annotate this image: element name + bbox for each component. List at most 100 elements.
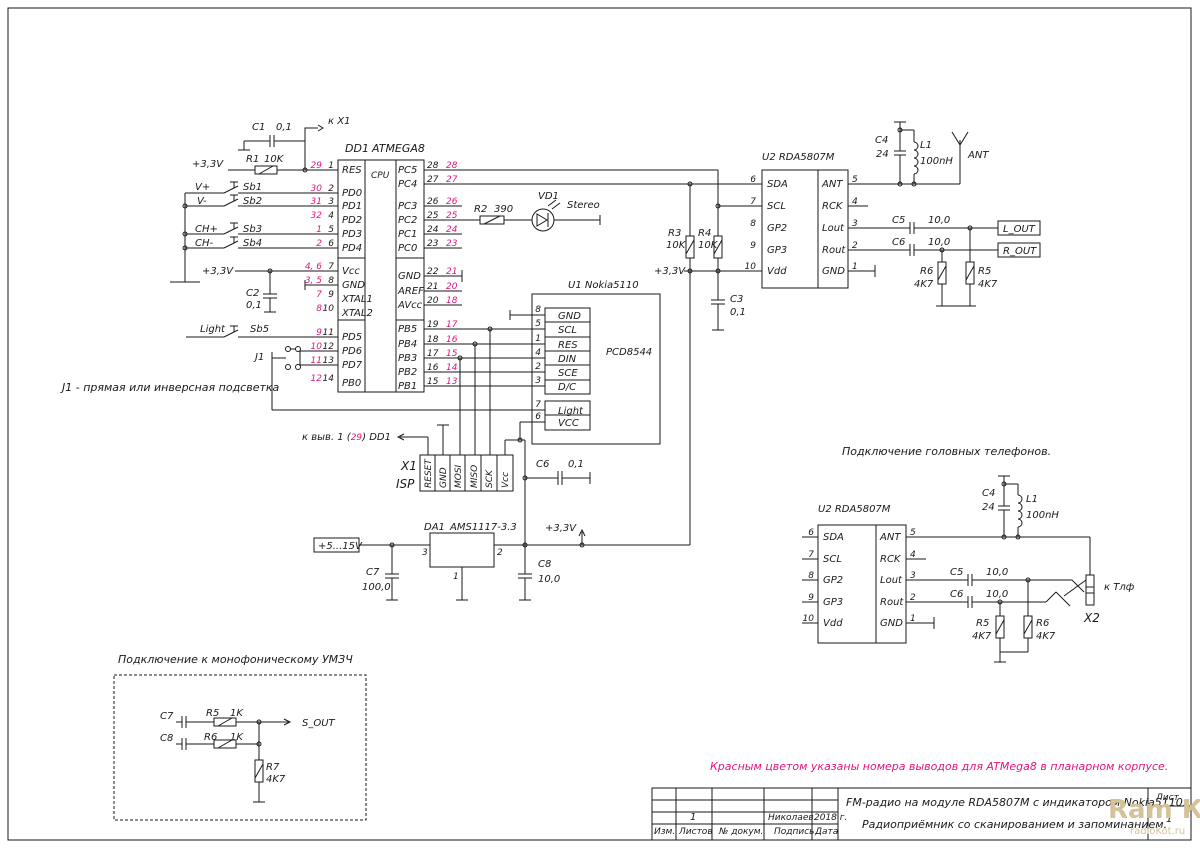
c2-capacitor xyxy=(235,268,338,313)
isp-c6-ref: C6 xyxy=(536,459,549,470)
hp-l1-value: 100nH xyxy=(1026,510,1059,521)
headphones-title: Подключение головных телефонов. xyxy=(842,445,1051,458)
da1-pin-gnd: 1 xyxy=(453,572,459,582)
dd1-ref: DD1 xyxy=(345,142,369,155)
j1-label: J1 xyxy=(253,352,264,363)
u2-c5-ref: C5 xyxy=(892,215,905,226)
u2-pin-name: SCL xyxy=(767,201,786,212)
watermark-site: radioKot.ru xyxy=(1130,826,1185,837)
sb5-label: Sb5 xyxy=(250,324,269,335)
dd1-pin-smd: 16 xyxy=(446,335,458,345)
dd1-pin-smd: 12 xyxy=(311,374,323,384)
dd1-pin-smd: 10 xyxy=(311,342,323,352)
sb2-label: Sb2 xyxy=(243,196,262,207)
u1-pin-num: 8 xyxy=(535,305,541,315)
u1-pin-num: 6 xyxy=(535,412,541,422)
u1-pin-num: 7 xyxy=(535,400,541,410)
isp-pin-reset: RESET xyxy=(424,458,434,488)
dd1-pin-num: 4 xyxy=(328,211,334,221)
dd1-pin-smd: 13 xyxy=(446,377,458,387)
mono-sout: S_OUT xyxy=(302,718,336,729)
u2-pin-num: 8 xyxy=(750,219,756,229)
c2-value: 0,1 xyxy=(246,300,262,311)
dd1-pin-name-avcc: AVcc xyxy=(397,300,423,311)
u2-pin-name: GND xyxy=(822,266,845,277)
hp-pin-num: 1 xyxy=(910,614,916,624)
tb-author: Николаев xyxy=(768,813,814,823)
r3-ref: R3 xyxy=(668,228,681,239)
dd1-pin-name-gnd: GND xyxy=(398,271,421,282)
mono-c8: C8 xyxy=(160,733,173,744)
dd1-pin-num: 18 xyxy=(427,335,439,345)
da1-part: AMS1117-3.3 xyxy=(449,522,517,533)
isp-pin-mosi: MOSI xyxy=(454,464,464,488)
vd1-ref: VD1 xyxy=(538,191,559,202)
mono-r5: R5 xyxy=(206,708,219,719)
dd1-pin-name-pd6: PD6 xyxy=(342,346,362,357)
dd1-pin-smd: 14 xyxy=(446,363,458,373)
x2-label: X2 xyxy=(1083,611,1100,625)
r2-ref: R2 xyxy=(474,204,487,215)
v33-reg: +3,3V xyxy=(545,523,577,534)
u1-pin-num: 3 xyxy=(535,376,541,386)
j1-jumper xyxy=(271,346,532,411)
hp-pin-name: SDA xyxy=(823,532,844,543)
dd1-pin-num: 24 xyxy=(427,225,439,235)
r3-r4-c3 xyxy=(684,235,762,545)
u1-pin-num: 1 xyxy=(535,334,541,344)
u2-c6-value: 10,0 xyxy=(928,237,950,248)
dd1-pin-name-xtal1: XTAL1 xyxy=(341,294,373,305)
vplus-label: V+ xyxy=(195,182,210,193)
dd1-pin-smd: 2 xyxy=(316,239,322,249)
dd1-pin-smd: 31 xyxy=(311,197,322,207)
dd1-pin-smd: 25 xyxy=(446,211,458,221)
dd1-pin-smd: 7 xyxy=(316,290,322,300)
light-label: Light xyxy=(200,324,226,335)
tb-h5: Дата xyxy=(814,827,838,837)
hp-pin-num: 9 xyxy=(808,593,814,603)
dd1-pin-name-pd2: PD2 xyxy=(342,215,362,226)
u1-pin-name: RES xyxy=(558,340,578,351)
dd1-pin-name-pd5: PD5 xyxy=(342,332,362,343)
sb5-switch xyxy=(186,325,338,338)
u2-l1-ref: L1 xyxy=(920,140,932,151)
u2-pin-name: Lout xyxy=(822,223,845,234)
u1-pin-name: VCC xyxy=(558,418,579,429)
dd1-pin-smd: 17 xyxy=(446,320,458,330)
hp-c5-ref: C5 xyxy=(950,567,963,578)
hp-r5-ref: R5 xyxy=(976,618,989,629)
dd1-pin-num: 23 xyxy=(427,239,439,249)
mono-circuit xyxy=(176,716,292,803)
dd1-pin-name-pc2: PC2 xyxy=(398,215,417,226)
tb-h1: Изм. xyxy=(654,827,675,837)
vin-label: +5...15V xyxy=(318,541,363,552)
u1-pin-num: 2 xyxy=(535,362,541,372)
watermark-logo: Ram Кот xyxy=(1108,795,1200,825)
dd1-left-pins: RES129PD0230PD1331PD2432PD351PD462Vcc74,… xyxy=(305,161,373,389)
rout-label: R_OUT xyxy=(1003,246,1037,257)
dd1-pin-smd: 8 xyxy=(316,304,322,314)
dd1-pin-name-pb1: PB1 xyxy=(398,381,417,392)
kx1-label: к X1 xyxy=(328,116,350,127)
dd1-pin-num: 11 xyxy=(323,328,334,338)
hp-pin-name: SCL xyxy=(823,554,842,565)
u2-pin-num: 1 xyxy=(852,262,858,272)
u1-pin-name: DIN xyxy=(558,354,577,365)
u2-pin-name: GP3 xyxy=(767,245,787,256)
r4-ref: R4 xyxy=(698,228,711,239)
dd1-pin-num: 2 xyxy=(328,184,334,194)
ant-label: ANT xyxy=(967,150,989,161)
hp-pin-name: ANT xyxy=(879,532,901,543)
hp-c6-value: 10,0 xyxy=(986,589,1008,600)
u2-c4-value: 24 xyxy=(876,149,889,160)
dd1-pin-name-pb3: PB3 xyxy=(398,353,417,364)
power-supply xyxy=(313,528,690,601)
dd1-right-wiring xyxy=(424,169,762,306)
mono-r7: R7 xyxy=(266,762,280,773)
dd1-pin-num: 7 xyxy=(328,262,334,272)
dd1-pin-name-pc5: PC5 xyxy=(398,165,417,176)
sheet-frame xyxy=(7,7,1192,841)
